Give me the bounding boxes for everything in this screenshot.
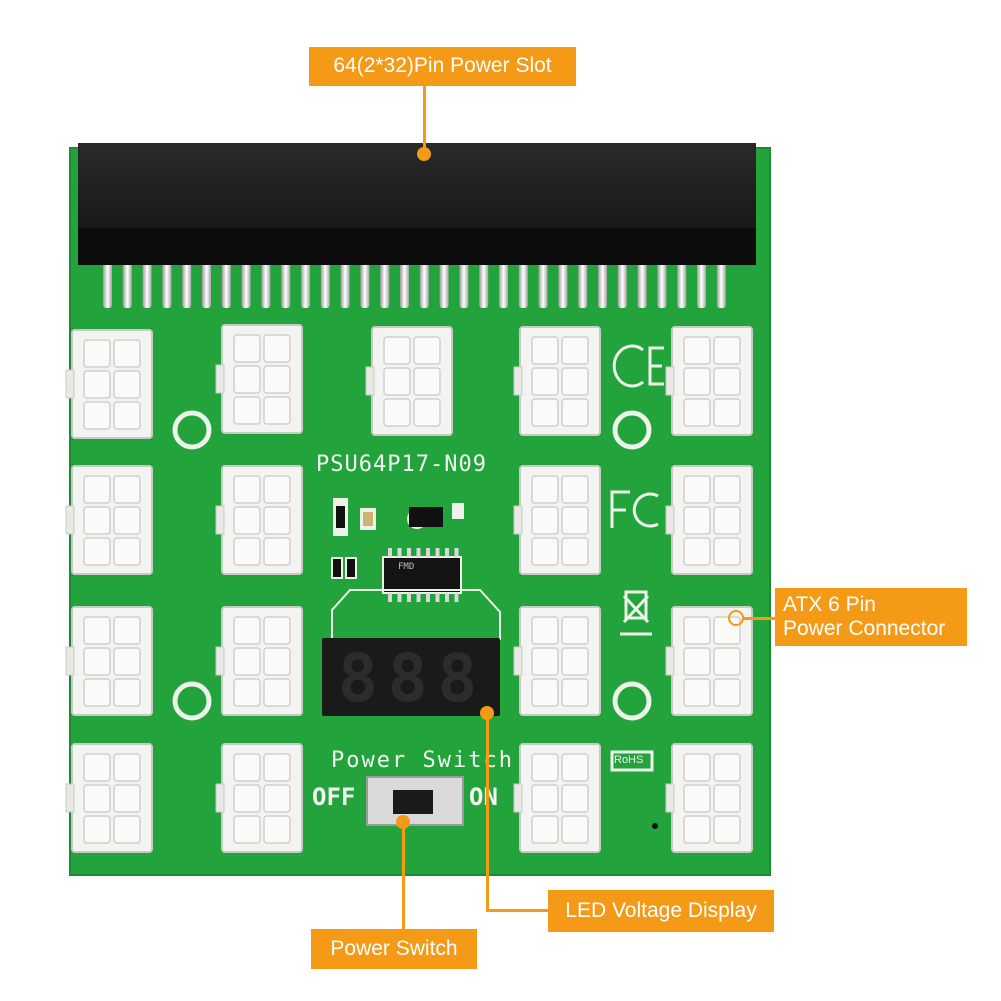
chip-marking: FMD	[398, 562, 415, 572]
atx-6pin-connector	[65, 329, 153, 439]
atx-6pin-connector	[665, 326, 753, 436]
atx-6pin-connector	[513, 606, 601, 716]
leader-led-v	[486, 713, 489, 911]
atx-6pin-connector	[215, 324, 303, 434]
leader-switch-v	[402, 822, 405, 950]
rohs-mark: RoHS	[614, 754, 644, 766]
atx-6pin-connector	[513, 326, 601, 436]
atx-6pin-connector	[513, 743, 601, 853]
connector-grid	[65, 324, 753, 853]
atx-6pin-connector	[65, 743, 153, 853]
leader-led-h	[486, 909, 550, 912]
callout-power-switch: Power Switch	[311, 929, 477, 969]
led-digits: 888	[338, 640, 488, 717]
callout-atx-connector: ATX 6 Pin Power Connector	[775, 588, 967, 646]
atx-6pin-connector	[665, 465, 753, 575]
atx-6pin-connector	[365, 326, 453, 436]
mounting-holes	[172, 410, 652, 721]
atx-6pin-connector	[215, 465, 303, 575]
atx-6pin-connector	[215, 606, 303, 716]
atx-6pin-connector	[215, 743, 303, 853]
leader-atx	[742, 617, 778, 620]
atx-6pin-connector	[513, 465, 601, 575]
board-model-label: PSU64P17-N09	[316, 452, 487, 477]
atx-6pin-connector	[665, 743, 753, 853]
callout-atx-line2: Power Connector	[783, 617, 946, 640]
switch-title-label: Power Switch	[331, 748, 514, 773]
leader-power-slot	[423, 84, 426, 154]
leader-dot-power-slot	[417, 147, 431, 161]
switch-on-label: ON	[469, 783, 498, 811]
cert-marks	[610, 344, 664, 772]
atx-6pin-connector	[665, 606, 753, 716]
callout-atx-line1: ATX 6 Pin	[783, 592, 876, 616]
callout-led-display: LED Voltage Display	[548, 890, 774, 932]
atx-6pin-connector	[65, 465, 153, 575]
led-display	[322, 638, 500, 716]
leader-dot-atx	[728, 610, 744, 626]
callout-power-slot: 64(2*32)Pin Power Slot	[309, 47, 576, 86]
atx-6pin-connector	[65, 606, 153, 716]
switch-off-label: OFF	[312, 783, 356, 811]
smd-components	[331, 498, 501, 640]
